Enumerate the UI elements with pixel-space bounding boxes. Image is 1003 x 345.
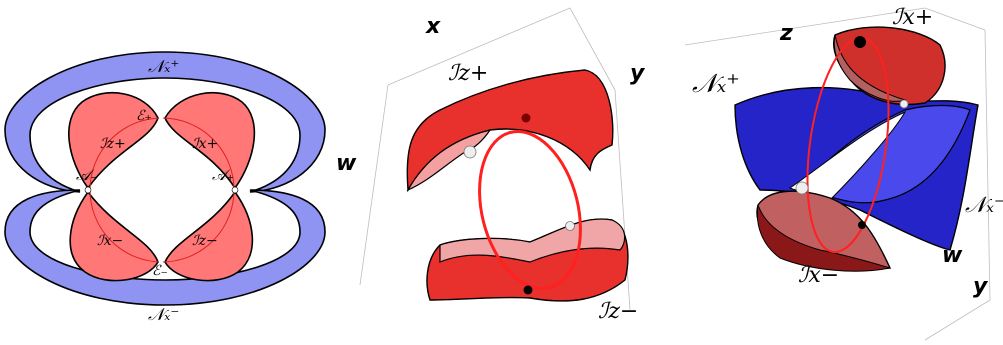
- right-label-nx-minus: 𝒩ₓ⁻: [965, 193, 1003, 218]
- label-nx-plus: 𝒩ₓ⁺: [148, 57, 179, 77]
- point-a-plus: [231, 186, 239, 194]
- left-schematic-panel: 𝒩ₓ⁺ 𝒩ₓ⁻ ℐz+ ℐx+ ℐx− ℐz− ℰ₊ ℰ₋ 𝒜₋ 𝒜₊: [0, 0, 330, 345]
- right-point-bottom: [858, 221, 866, 229]
- ix-minus-lower: [756, 204, 891, 272]
- middle-svg: x y w ℐz+ ℐz−: [336, 7, 646, 324]
- axis-label-x: x: [425, 14, 441, 39]
- point-a-minus: [84, 186, 92, 194]
- axis-label-z: z: [779, 21, 793, 46]
- axis-label-w: w: [336, 151, 357, 176]
- middle-point-bottom: [523, 285, 533, 295]
- point-e-minus: [159, 260, 163, 264]
- ix-plus-lobe: [164, 92, 256, 190]
- right-3d-panel: z w y ℐx+ 𝒩ₓ⁺ 𝒩ₓ⁻ ℐx−: [670, 0, 1003, 345]
- right-svg: z w y ℐx+ 𝒩ₓ⁺ 𝒩ₓ⁻ ℐx−: [684, 5, 1003, 341]
- right-label-ix-plus: ℐx+: [892, 5, 933, 30]
- middle-point-top: [521, 113, 531, 123]
- axis-label-y: y: [630, 61, 646, 86]
- right-point-top: [854, 36, 866, 48]
- middle-point-left: [463, 145, 477, 159]
- iz-minus-topside: [439, 218, 626, 263]
- iz-plus-underside: [406, 129, 492, 192]
- middle-label-iz-minus: ℐz−: [598, 299, 638, 324]
- schematic-svg: 𝒩ₓ⁺ 𝒩ₓ⁻ ℐz+ ℐx+ ℐx− ℐz− ℰ₊ ℰ₋ 𝒜₋ 𝒜₊: [4, 51, 326, 325]
- iz-plus-lobe: [68, 92, 159, 190]
- right-axes-box: [684, 7, 991, 341]
- axis-label-y: y: [973, 274, 989, 299]
- point-e-plus: [159, 116, 163, 120]
- middle-axes-box: [359, 7, 631, 311]
- label-e-minus: ℰ₋: [152, 263, 168, 279]
- label-a-plus: 𝒜₊: [212, 166, 234, 184]
- nx-plus-band: [4, 51, 326, 193]
- label-a-minus: 𝒜₋: [76, 166, 98, 184]
- iz-minus-lobe: [164, 190, 254, 282]
- nx-minus-band: [4, 189, 326, 306]
- right-point-mid-right: [899, 99, 909, 109]
- middle-red-loop: [478, 130, 582, 290]
- right-point-mid-left: [795, 181, 809, 195]
- ix-minus-lobe: [69, 190, 159, 282]
- middle-point-right: [565, 221, 575, 231]
- label-ix-plus: ℐx+: [192, 136, 218, 152]
- label-iz-plus: ℐz+: [100, 136, 126, 152]
- middle-label-iz-plus: ℐz+: [448, 61, 488, 86]
- label-nx-minus: 𝒩ₓ⁻: [148, 305, 179, 325]
- label-iz-minus: ℐz−: [192, 233, 218, 249]
- middle-3d-panel: x y w ℐz+ ℐz−: [330, 0, 670, 345]
- right-label-nx-plus: 𝒩ₓ⁺: [692, 69, 740, 99]
- label-e-plus: ℰ₊: [136, 108, 152, 124]
- label-ix-minus: ℐx−: [97, 233, 123, 249]
- right-label-ix-minus: ℐx−: [798, 263, 839, 288]
